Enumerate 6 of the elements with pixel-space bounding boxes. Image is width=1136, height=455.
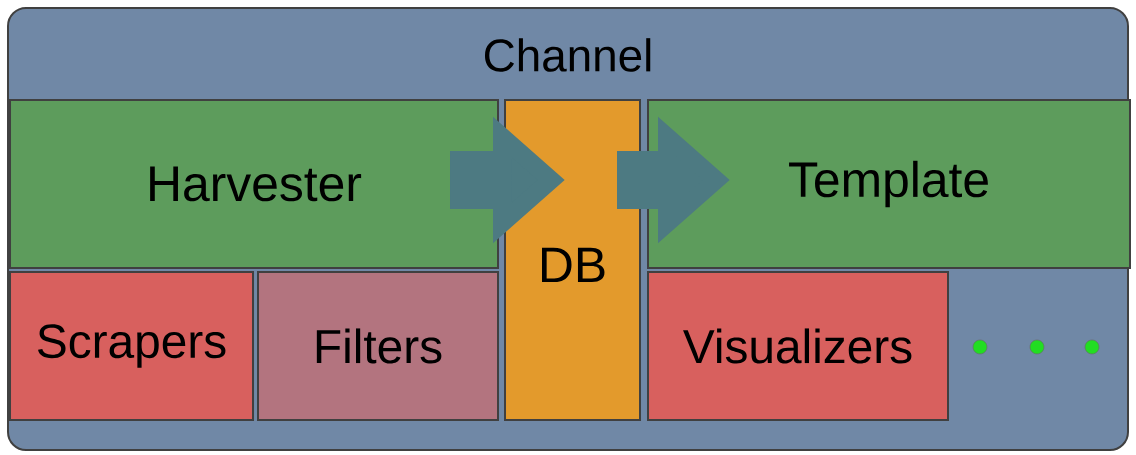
process-box: Harvester bbox=[9, 99, 499, 269]
database-bar: DB bbox=[504, 99, 641, 421]
process-box: Template bbox=[647, 99, 1131, 269]
module-box: Visualizers bbox=[647, 271, 949, 421]
module-box: Filters bbox=[257, 271, 499, 421]
module-box: Scrapers bbox=[9, 271, 254, 421]
